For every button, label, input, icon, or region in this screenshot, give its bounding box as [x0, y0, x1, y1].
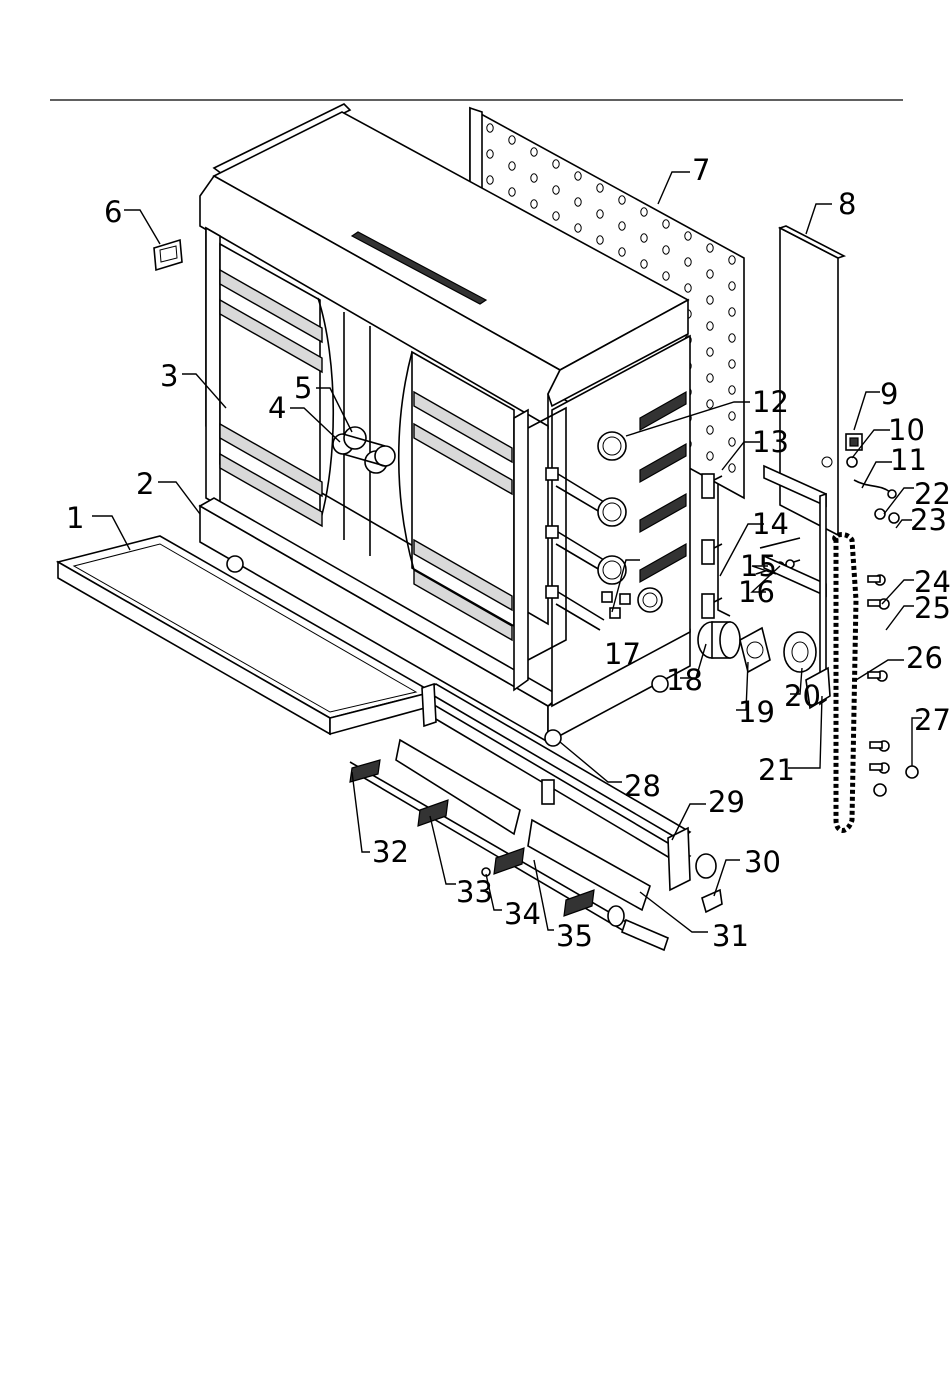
part-label-5: 5	[294, 371, 312, 405]
chain	[835, 535, 856, 831]
part-label-23: 23	[910, 503, 947, 537]
part-label-14: 14	[752, 507, 789, 541]
part-label-17: 17	[604, 637, 641, 671]
part-label-9: 9	[880, 377, 898, 411]
motor-components	[698, 622, 816, 672]
part-label-27: 27	[914, 703, 950, 737]
part-label-33: 33	[456, 875, 493, 909]
part-label-11: 11	[890, 443, 927, 477]
small-clip	[702, 890, 722, 912]
small-handle-part	[154, 240, 182, 270]
part-label-25: 25	[914, 591, 950, 625]
part-label-10: 10	[888, 413, 925, 447]
part-label-18: 18	[666, 663, 703, 697]
part-label-19: 19	[738, 695, 775, 729]
part-label-30: 30	[744, 845, 781, 879]
bracket-parts	[702, 474, 730, 618]
part-label-6: 6	[104, 195, 122, 229]
part-label-8: 8	[838, 187, 856, 221]
part-label-12: 12	[752, 385, 789, 419]
part-label-1: 1	[66, 501, 84, 535]
part-label-28: 28	[624, 769, 661, 803]
part-label-20: 20	[784, 679, 821, 713]
part-label-21: 21	[758, 753, 795, 787]
part-label-16: 16	[738, 575, 775, 609]
part-label-34: 34	[504, 897, 541, 931]
part-label-2: 2	[136, 467, 154, 501]
part-label-13: 13	[752, 425, 789, 459]
part-label-7: 7	[692, 153, 710, 187]
part-label-4: 4	[268, 391, 286, 425]
part-label-32: 32	[372, 835, 409, 869]
part-label-26: 26	[906, 641, 943, 675]
part-label-31: 31	[712, 919, 749, 953]
part-label-29: 29	[708, 785, 745, 819]
part-label-35: 35	[556, 919, 593, 953]
part-label-3: 3	[160, 359, 178, 393]
